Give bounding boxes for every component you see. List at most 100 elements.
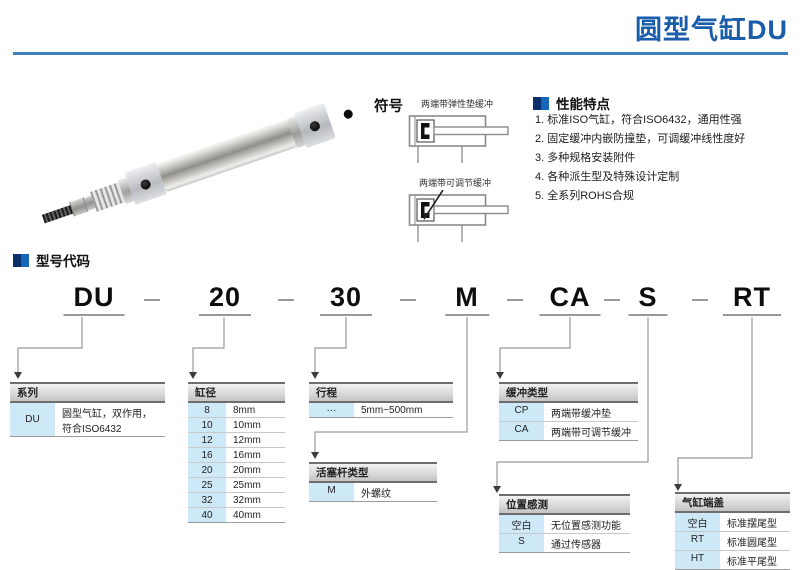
table-row: S 通过传感器	[499, 534, 630, 553]
code-dash	[692, 299, 708, 301]
desc-cell: 5mm~500mm	[361, 404, 423, 416]
desc-cell: 32mm	[233, 494, 261, 506]
cylinder-barrel	[156, 118, 297, 193]
desc-cell: 25mm	[233, 479, 261, 491]
code-cell: DU	[10, 403, 55, 436]
desc-cell: 标准摆尾型	[727, 518, 777, 530]
desc-cell: 两端带可调节缓冲	[551, 427, 631, 439]
table-row: 25 25mm	[188, 478, 285, 493]
code-dash	[278, 299, 294, 301]
model-code-section-header: 型号代码	[13, 250, 90, 270]
piston-rod-thread	[41, 204, 73, 223]
desc-cell: 标准圆尾型	[727, 537, 777, 549]
desc-cell: 通过传感器	[551, 539, 601, 551]
table-row: 空白无位置感测功能	[499, 515, 630, 534]
table-row: 空白标准摆尾型	[675, 513, 790, 532]
desc-cell: 8mm	[233, 404, 256, 416]
code-cell: 40	[188, 508, 226, 522]
features-list: 1. 标准ISO气缸，符合ISO6432，通用性强 2. 固定缓冲内嵌防撞垫，可…	[535, 111, 797, 206]
rod-type-table: 活塞杆类型 M 外螺纹	[309, 462, 437, 502]
series-table: 系列 DU 圆型气缸，双作用，符合ISO6432	[10, 382, 165, 437]
desc-cell: 两端带缓冲垫	[551, 408, 611, 420]
cylinder-symbol-elastic-cushion	[408, 115, 509, 163]
symbol-2-label: 两端带可调节缓冲	[419, 178, 492, 188]
desc-cell: 16mm	[233, 449, 261, 461]
title-divider	[13, 52, 788, 55]
rear-threaded-boss	[327, 104, 357, 129]
code-cell: 25	[188, 478, 226, 492]
stroke-table: 行程 ··· 5mm~500mm	[309, 382, 453, 418]
code-cell: HT	[675, 551, 720, 569]
code-cell: 20	[188, 463, 226, 477]
code-segment-bore: 20	[198, 282, 252, 316]
table-row: 40 40mm	[188, 508, 285, 523]
desc-cell: 12mm	[233, 434, 261, 446]
cylinder-photo	[38, 70, 368, 242]
symbol-section-title: 符号	[374, 99, 403, 115]
desc-cell: 20mm	[233, 464, 261, 476]
code-segment-stroke: 30	[319, 282, 373, 316]
table-row: ··· 5mm~500mm	[309, 403, 453, 418]
table-row: HT 标准平尾型	[675, 551, 790, 570]
table-row: RT 标准圆尾型	[675, 532, 790, 551]
table-row: DU 圆型气缸，双作用，符合ISO6432	[10, 403, 165, 437]
code-dash	[144, 299, 160, 301]
code-cell: CP	[499, 403, 544, 421]
blue-square-icon	[13, 253, 29, 267]
features-section-header: 性能特点	[533, 93, 610, 113]
code-dash	[400, 299, 416, 301]
code-dash	[604, 299, 620, 301]
code-cell: M	[309, 483, 354, 501]
feature-item: 1. 标准ISO气缸，符合ISO6432，通用性强	[535, 114, 742, 126]
code-dash	[507, 299, 523, 301]
desc-cell: 外螺纹	[361, 488, 391, 500]
code-segment-series: DU	[63, 282, 125, 316]
code-cell: 12	[188, 433, 226, 447]
feature-item: 5. 全系列ROHS合规	[535, 190, 635, 202]
stroke-table-header: 行程	[309, 382, 453, 403]
table-row: CA 两端带可调节缓冲	[499, 422, 638, 441]
code-cell: 32	[188, 493, 226, 507]
cylinder-assembly-graphic	[34, 83, 370, 245]
sensing-table: 位置感测 空白无位置感测功能 S 通过传感器	[499, 494, 630, 553]
table-row: 10 10mm	[188, 418, 285, 433]
bore-table-header: 缸径	[188, 382, 285, 403]
code-segment-endcap: RT	[723, 282, 781, 316]
series-table-header: 系列	[10, 382, 165, 403]
features-section-title: 性能特点	[556, 97, 610, 112]
end-cap-table-header: 气缸端盖	[675, 492, 790, 513]
feature-item: 3. 多种规格安装附件	[535, 152, 636, 164]
desc-cell: 40mm	[233, 509, 261, 521]
code-segment-cushion: CA	[539, 282, 601, 316]
desc-cell: 10mm	[233, 419, 261, 431]
sensing-table-header: 位置感测	[499, 494, 630, 515]
symbol-1-label: 两端带弹性垫缓冲	[421, 99, 494, 109]
feature-item: 4. 各种派生型及特殊设计定制	[535, 171, 680, 183]
rod-type-table-header: 活塞杆类型	[309, 462, 437, 483]
code-cell: 空白	[675, 513, 720, 531]
desc-cell: 标准平尾型	[727, 556, 777, 568]
end-cap-table: 气缸端盖 空白标准摆尾型 RT 标准圆尾型 HT 标准平尾型	[675, 492, 790, 570]
page-title: 圆型气缸DU	[635, 15, 788, 45]
code-cell: 8	[188, 403, 226, 417]
feature-item: 2. 固定缓冲内嵌防撞垫，可调缓冲线性度好	[535, 133, 746, 145]
table-row: 16 16mm	[188, 448, 285, 463]
table-row: M 外螺纹	[309, 483, 437, 502]
model-code-section-title: 型号代码	[36, 254, 90, 269]
table-row: 8 8mm	[188, 403, 285, 418]
code-cell: 16	[188, 448, 226, 462]
code-cell: 10	[188, 418, 226, 432]
desc-cell: 无位置感测功能	[551, 520, 621, 532]
code-cell: RT	[675, 532, 720, 550]
table-row: 12 12mm	[188, 433, 285, 448]
table-row: 20 20mm	[188, 463, 285, 478]
code-cell: ···	[309, 403, 354, 417]
blue-square-icon	[533, 96, 549, 110]
desc-cell: 圆型气缸，双作用，符合ISO6432	[62, 408, 152, 435]
code-cell: S	[499, 534, 544, 552]
code-cell: CA	[499, 422, 544, 440]
code-cell: 空白	[499, 515, 544, 533]
